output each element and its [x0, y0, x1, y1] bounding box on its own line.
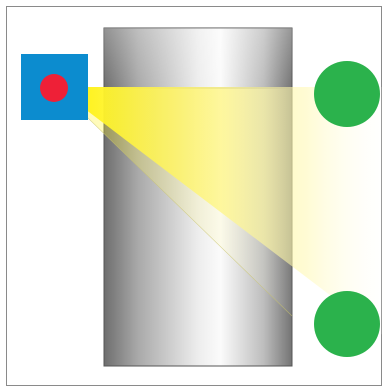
light-source-icon	[21, 54, 88, 120]
receiver-top-icon	[314, 61, 380, 127]
light-beam-icon	[55, 86, 389, 340]
receiver-bottom-icon	[314, 291, 380, 357]
